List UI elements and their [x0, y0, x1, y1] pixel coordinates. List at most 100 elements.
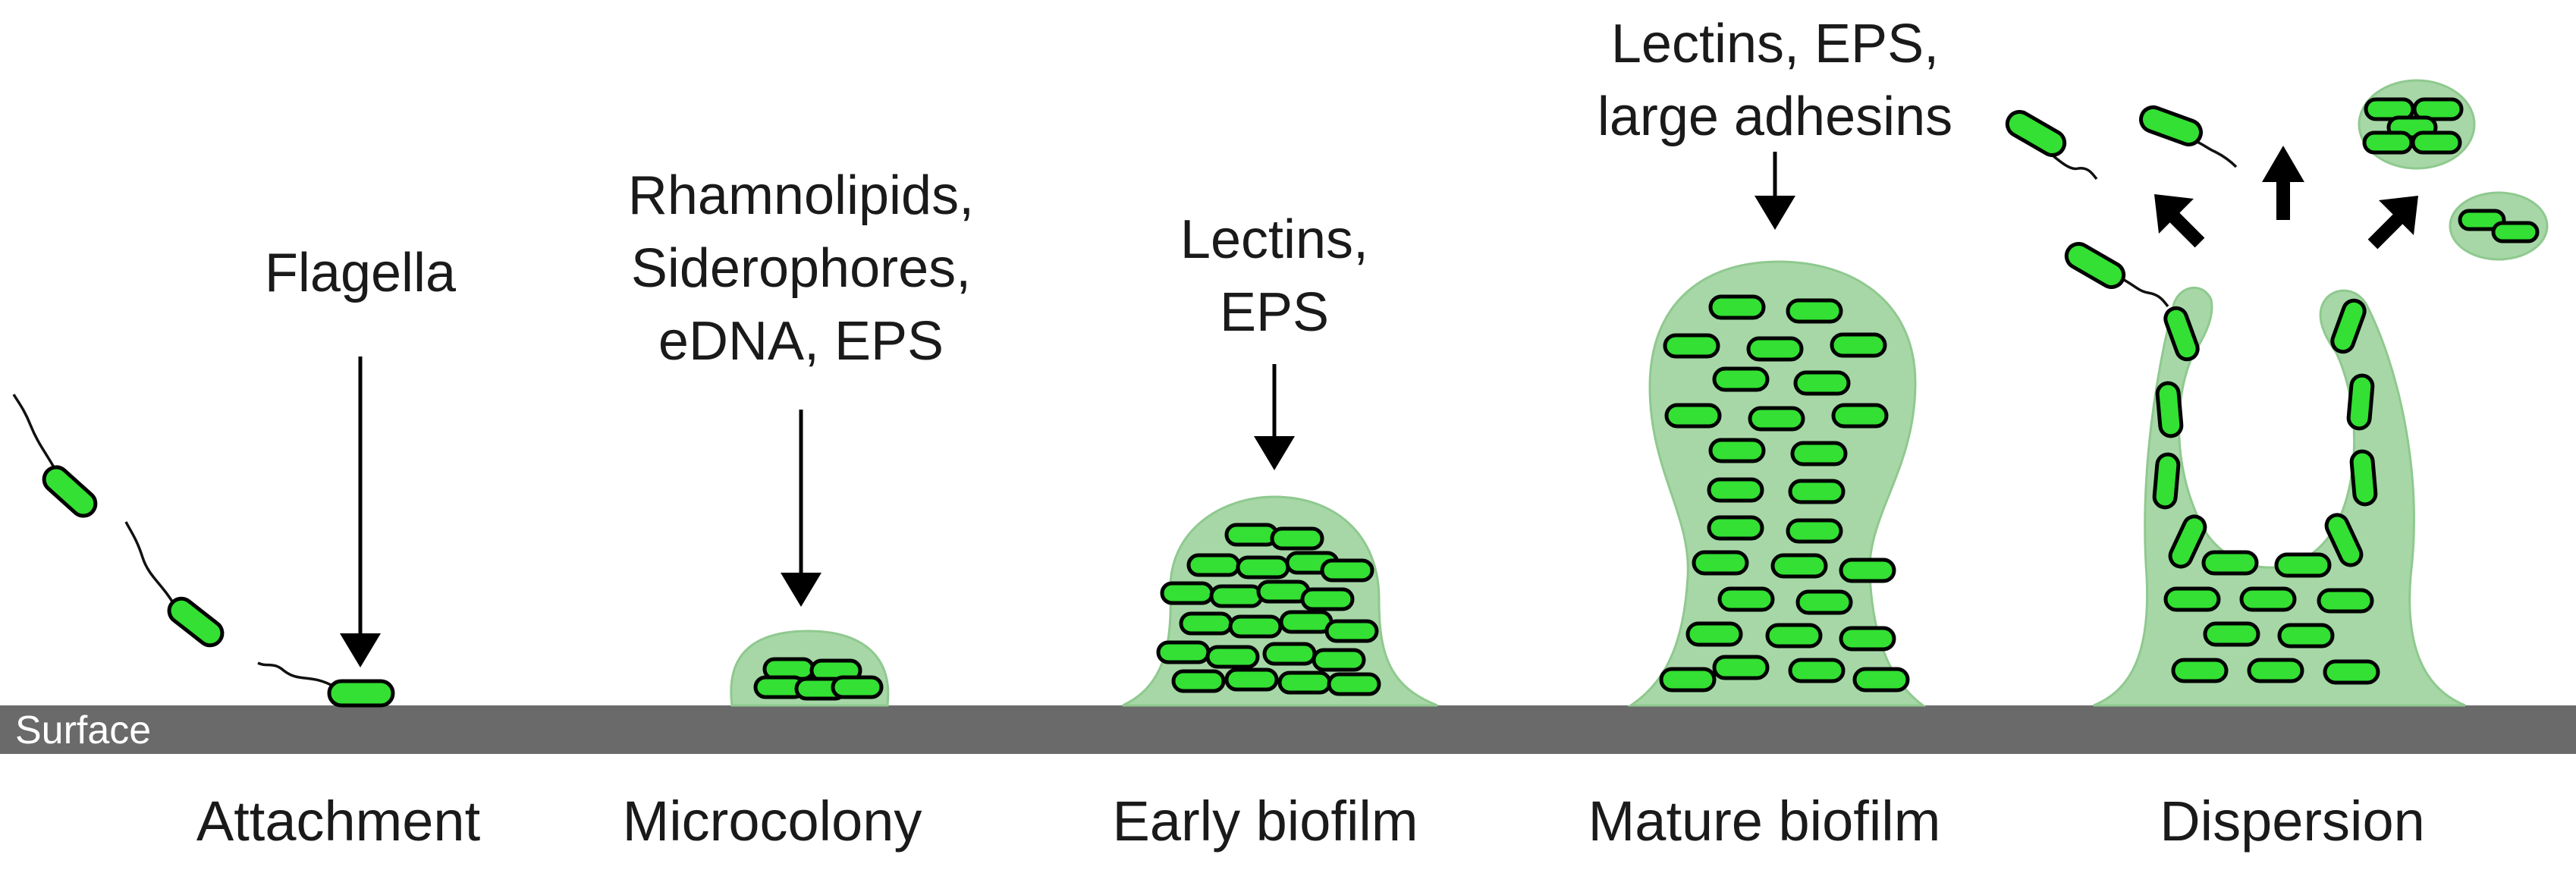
flagellum — [257, 661, 335, 688]
svg-text:Siderophores,: Siderophores, — [631, 238, 971, 299]
bacterium-icon — [2171, 658, 2229, 683]
bacterium-icon — [2168, 514, 2207, 569]
bacterium-icon — [1659, 667, 1717, 693]
bacterium-icon — [1236, 555, 1290, 579]
bacterium-icon — [1692, 550, 1749, 576]
svg-text:Lectins, EPS,: Lectins, EPS, — [1611, 14, 1939, 74]
flagellum — [2116, 275, 2169, 308]
bacterium-icon — [327, 679, 395, 708]
bacterium-icon — [1839, 626, 1896, 652]
bacterium-icon — [2064, 242, 2126, 289]
bacterium-icon — [1209, 584, 1264, 608]
bacterium-icon — [1708, 294, 1766, 320]
dispersal-arrow-icon — [2154, 194, 2205, 248]
bacterium-icon — [1746, 336, 1804, 362]
stage-label-early-biofilm: Early biofilm — [1113, 790, 1418, 853]
bacterium-icon — [1312, 648, 1366, 672]
bacterium-icon — [1788, 658, 1846, 683]
bacterium-icon — [1748, 406, 1805, 432]
bacterium-icon — [2458, 209, 2506, 231]
down-arrow-icon — [340, 356, 381, 667]
bacterium-icon — [2346, 373, 2375, 431]
bacterium-icon — [1156, 640, 1211, 664]
svg-text:Rhamnolipids,: Rhamnolipids, — [628, 165, 974, 226]
bacterium-icon — [1228, 614, 1283, 639]
stage-label-dispersion: Dispersion — [2160, 790, 2425, 853]
dispersal-arrow-icon — [2367, 196, 2418, 250]
bacterium-icon — [2277, 623, 2335, 649]
bacterium-icon — [1712, 366, 1770, 392]
bacterium-icon — [2163, 586, 2221, 612]
flagellum — [124, 521, 176, 606]
stage-label-attachment: Attachment — [196, 790, 481, 853]
bacterium-icon — [2239, 586, 2297, 612]
bacterium-icon — [1205, 645, 1260, 669]
bacterium-icon — [2411, 130, 2462, 155]
stage-label-mature-biofilm: Mature biofilm — [1588, 790, 1941, 853]
down-arrow-icon — [1254, 364, 1295, 470]
bacterium-icon — [1300, 587, 1355, 611]
bacterium-icon — [42, 465, 98, 518]
bacterium-icon — [2330, 298, 2367, 354]
bacterium-icon — [1663, 333, 1720, 359]
bacterium-icon — [1664, 403, 1722, 429]
bacterium-icon — [1852, 667, 1910, 693]
bacterium-icon — [1839, 557, 1896, 583]
flagellum — [12, 394, 64, 483]
surface-bar — [0, 705, 2576, 754]
bacteria-group — [42, 97, 2540, 708]
svg-text:eDNA, EPS: eDNA, EPS — [658, 311, 944, 372]
attachment-factor-label: Flagella — [265, 243, 457, 303]
svg-text:Flagella: Flagella — [265, 243, 457, 303]
bacterium-icon — [831, 675, 884, 699]
bacterium-icon — [1786, 518, 1843, 544]
bacterium-icon — [1324, 619, 1379, 643]
bacterium-icon — [2203, 621, 2260, 647]
bacterium-icon — [2155, 381, 2184, 438]
flagellum — [2047, 150, 2098, 181]
dispersal-arrow-icon — [2262, 146, 2304, 220]
svg-text:large adhesins: large adhesins — [1597, 86, 1952, 147]
bacterium-icon — [1788, 479, 1846, 504]
bacterium-icon — [1262, 642, 1317, 666]
bacterium-icon — [2274, 552, 2332, 578]
bacterium-icon — [2152, 452, 2181, 510]
bacterium-icon — [167, 596, 225, 648]
bacterium-icon — [1224, 667, 1279, 692]
down-arrow-icon — [781, 410, 821, 607]
svg-text:Lectins,: Lectins, — [1180, 209, 1368, 270]
bacterium-icon — [2201, 550, 2259, 576]
bacterium-icon — [1270, 526, 1324, 551]
bacterium-icon — [1179, 611, 1233, 636]
bacterium-icon — [1793, 370, 1851, 396]
bacterium-icon — [1786, 298, 1843, 324]
bacterium-icon — [2324, 513, 2364, 567]
bacterium-icon — [1171, 669, 1226, 693]
bacterium-icon — [1770, 553, 1828, 579]
bacterium-icon — [1790, 441, 1848, 466]
bacterium-icon — [1160, 581, 1214, 605]
stage-label-microcolony: Microcolony — [623, 790, 922, 853]
bacterium-icon — [1708, 438, 1766, 463]
bacterium-icon — [1707, 515, 1764, 541]
bacterium-icon — [1765, 623, 1823, 649]
bacterium-icon — [2005, 110, 2067, 157]
bacterium-icon — [1279, 610, 1334, 634]
bacterium-icon — [1685, 621, 1743, 647]
bacterium-icon — [1795, 589, 1853, 615]
bacterium-icon — [1186, 553, 1241, 577]
bacterium-icon — [1707, 477, 1764, 503]
bacterium-icon — [2349, 449, 2378, 507]
mature-biofilm-factor-label: Lectins, EPS, large adhesins — [1597, 14, 1952, 147]
bacterium-icon — [2247, 658, 2304, 683]
bacterium-icon — [1224, 523, 1279, 547]
bacterium-icon — [1320, 558, 1374, 583]
bacterium-icon — [1830, 332, 1887, 358]
bacterium-icon — [1717, 586, 1775, 612]
bacterium-icon — [2323, 659, 2380, 685]
svg-text:EPS: EPS — [1220, 282, 1329, 343]
bacterium-icon — [2362, 130, 2414, 155]
bacterium-icon — [2139, 105, 2203, 147]
bacterium-icon — [2163, 306, 2200, 362]
